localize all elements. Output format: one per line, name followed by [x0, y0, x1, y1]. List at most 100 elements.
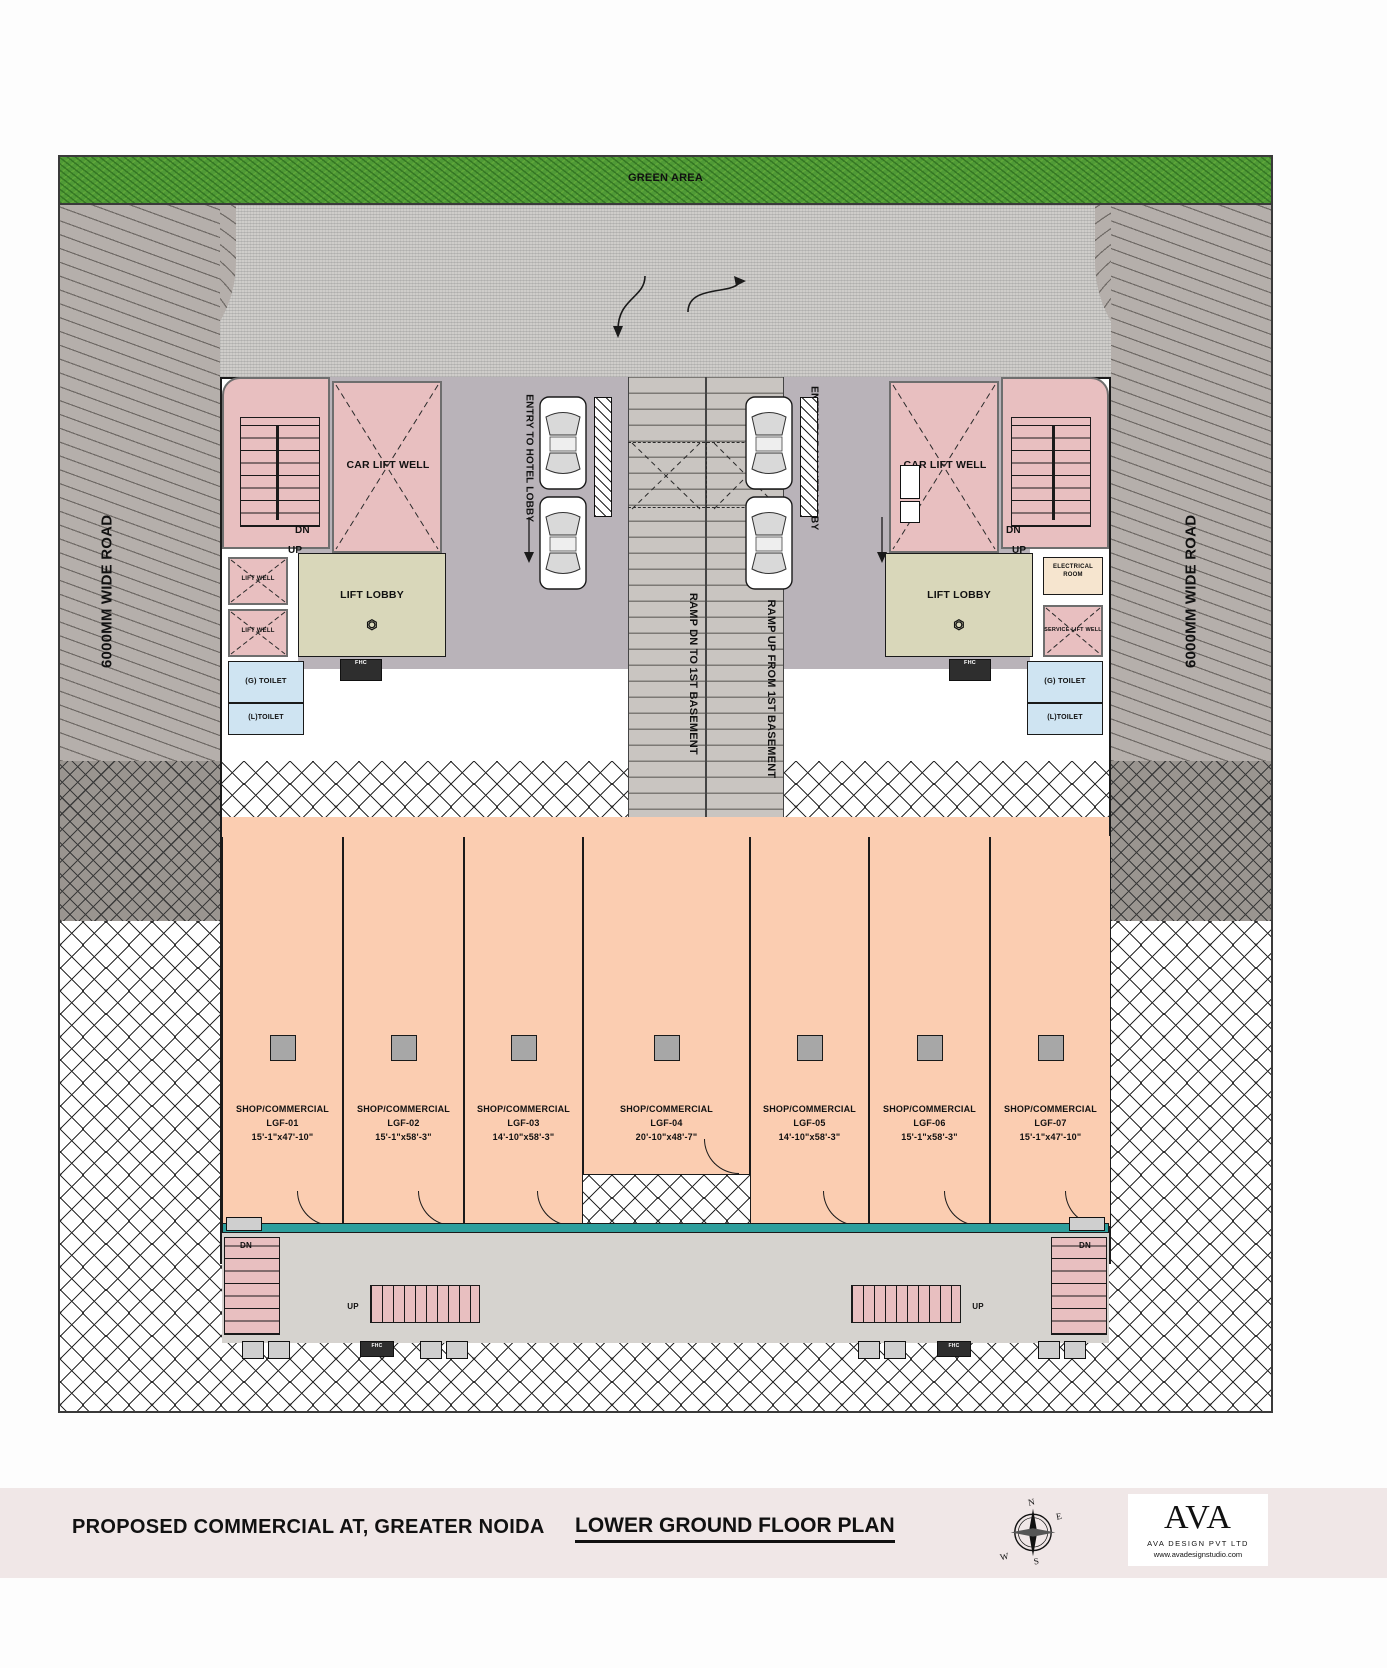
bottom-right-fhc-label: FHC [948, 1343, 960, 1349]
left-lift-well-2-label: LIFT WELL [241, 628, 275, 634]
entry-hotel-arrow [524, 517, 534, 563]
left-car-lift-well-label: CAR LIFT WELL [346, 459, 430, 471]
right-ladies-toilet-label: (L)TOILET [1047, 714, 1083, 721]
road-left-upper [60, 205, 220, 761]
car-parked-2 [539, 496, 587, 590]
left-gents-toilet-label: (G) TOILET [245, 676, 287, 685]
bottom-left-dn-label: DN [240, 1241, 252, 1250]
right-lift-lobby-symbol: ⏣ [953, 617, 965, 632]
left-lift-well-1-label: LIFT WELL [241, 576, 275, 582]
shop-unit[interactable] [583, 835, 750, 1175]
shop-unit-name: SHOP/COMMERCIAL [1004, 1104, 1097, 1114]
left-car-lift-well [332, 381, 442, 553]
shop-unit-size: 20'-10"x48'-7" [635, 1131, 698, 1142]
sheet-title: LOWER GROUND FLOOR PLAN [575, 1514, 895, 1543]
shop-unit-name: SHOP/COMMERCIAL [883, 1104, 976, 1114]
structural-column [796, 1035, 823, 1061]
right-lift-lobby-label: LIFT LOBBY [927, 589, 991, 601]
bottom-left-fhc-label: FHC [371, 1343, 383, 1349]
car-parked-1 [539, 396, 587, 490]
vent-box-3 [420, 1341, 442, 1359]
shop-unit-size: 15'-1"x47'-10" [251, 1131, 314, 1142]
vent-box-8 [1064, 1341, 1086, 1359]
vent-box-6 [884, 1341, 906, 1359]
bottom-left-stair [224, 1237, 280, 1335]
shop-unit-size: 15'-1"x58'-3" [375, 1131, 432, 1142]
left-lift-lobby-label: LIFT LOBBY [340, 589, 404, 601]
vent-box-7 [1038, 1341, 1060, 1359]
car-parked-3 [745, 396, 793, 490]
green-area-label: GREEN AREA [628, 172, 703, 184]
structural-column [510, 1035, 537, 1061]
svg-text:E: E [1055, 1511, 1063, 1522]
paving-dark-left-2 [60, 761, 220, 921]
bottom-left-stair-2 [370, 1285, 480, 1323]
left-stair-up-label: UP [288, 545, 303, 556]
structural-column [390, 1035, 417, 1061]
entry-driveway [220, 205, 1111, 377]
right-stair-rail [1052, 425, 1055, 520]
shop-unit[interactable] [869, 835, 990, 1227]
logo-mark: AVA [1164, 1499, 1232, 1536]
bottom-right-fhc [937, 1341, 971, 1357]
right-lift-lobby [885, 553, 1033, 657]
drive-arrow-right [687, 276, 746, 312]
ramp-down-label: RAMP DN TO 1ST BASEMENT [686, 592, 699, 755]
right-fhc [949, 659, 991, 681]
left-lift-lobby-symbol: ⏣ [366, 617, 378, 632]
shutter-left [226, 1217, 262, 1231]
left-gents-toilet [228, 661, 304, 703]
logo-company: AVA DESIGN PVT LTD [1147, 1539, 1249, 1548]
vent-box-2 [268, 1341, 290, 1359]
left-fhc [340, 659, 382, 681]
bottom-right-up-label: UP [972, 1302, 984, 1311]
shop-unit[interactable] [343, 835, 464, 1227]
road-left-label-2: 6000MM WIDE ROAD [98, 514, 116, 668]
bottom-left-fhc [360, 1341, 394, 1357]
shop-unit[interactable] [750, 835, 869, 1227]
shop-unit-name: SHOP/COMMERCIAL [620, 1104, 713, 1114]
vent-box-5 [858, 1341, 880, 1359]
right-service-lift-well-label: SERVICE LIFT WELL [1044, 627, 1102, 633]
right-ladies-toilet [1027, 703, 1103, 735]
left-stair-rail [276, 425, 279, 520]
right-gents-toilet [1027, 661, 1103, 703]
entry-banquet-arrow [877, 517, 887, 563]
green-area: GREEN AREA [60, 157, 1271, 205]
shop-unit-code: LGF-03 [507, 1117, 540, 1128]
shop-unit-size: 14'-10"x58'-3" [492, 1131, 555, 1142]
vent-box-1 [242, 1341, 264, 1359]
right-stair-dn-label: DN [1006, 525, 1021, 536]
shop-unit[interactable] [222, 835, 343, 1227]
drive-arrow-left [613, 275, 646, 338]
left-car-lift-x [335, 384, 439, 550]
road-right-label-2: 6000MM WIDE ROAD [1182, 514, 1200, 668]
project-title: PROPOSED COMMERCIAL AT, GREATER NOIDA [72, 1516, 545, 1538]
shop-unit-code: LGF-07 [1034, 1117, 1067, 1128]
left-stair-dn-label: DN [295, 525, 310, 536]
ramp-dash-mid [706, 442, 707, 508]
shop-unit[interactable] [464, 835, 583, 1227]
shop-unit-code: LGF-02 [387, 1117, 420, 1128]
right-stair-up-label: UP [1012, 545, 1027, 556]
left-ladies-toilet-label: (L)TOILET [248, 714, 284, 721]
logo-website: www.avadesignstudio.com [1153, 1550, 1243, 1559]
car-parked-4 [745, 496, 793, 590]
right-service-lift-x [1045, 607, 1101, 655]
company-logo: AVA AVA DESIGN PVT LTD www.avadesignstud… [1128, 1494, 1268, 1566]
shop-unit-code: LGF-06 [913, 1117, 946, 1128]
shop-unit[interactable] [990, 835, 1111, 1227]
structural-column [653, 1035, 680, 1061]
left-lift-well-1-x [230, 559, 286, 603]
shop-unit-name: SHOP/COMMERCIAL [236, 1104, 329, 1114]
structural-column [1037, 1035, 1064, 1061]
bottom-right-stair-2 [851, 1285, 961, 1323]
left-lift-well-2-x [230, 611, 286, 655]
